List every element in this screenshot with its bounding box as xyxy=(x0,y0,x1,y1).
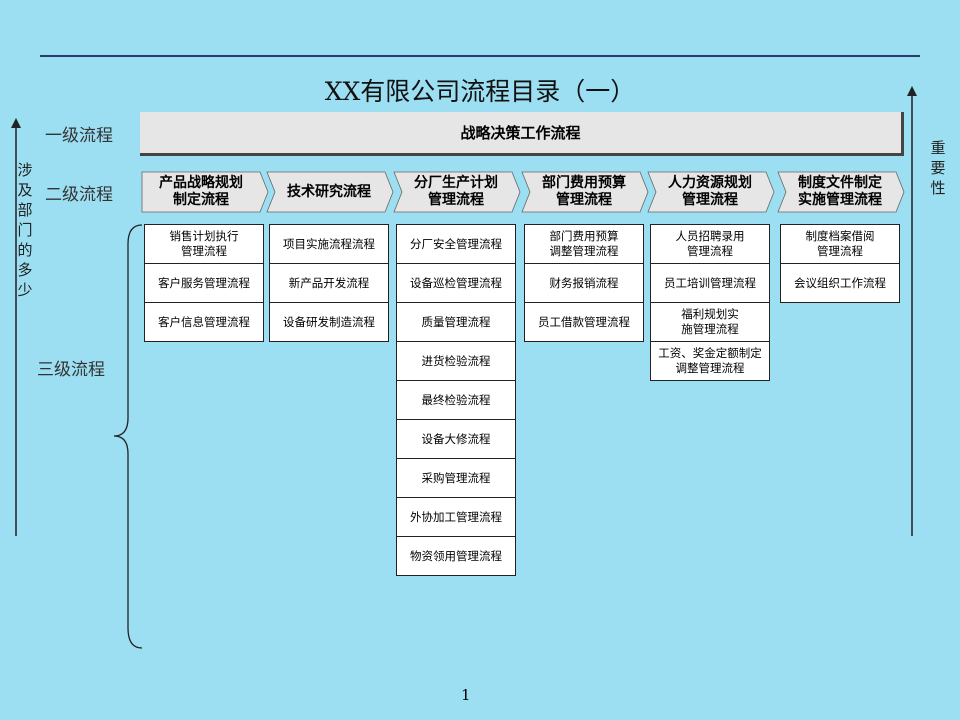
level3-process-box: 最终检验流程 xyxy=(396,380,516,420)
level3-process-box: 物资领用管理流程 xyxy=(396,536,516,576)
level2-chevron-label: 分厂生产计划管理流程 xyxy=(414,175,498,208)
level3-process-box: 制度档案借阅管理流程 xyxy=(780,224,900,264)
level2-chevron-label: 人力资源规划管理流程 xyxy=(668,175,752,208)
level3-process-box: 销售计划执行管理流程 xyxy=(144,224,264,264)
level2-chevron-2 xyxy=(266,171,394,213)
right-axis-arrow xyxy=(907,86,917,536)
level3-process-box: 项目实施流程流程 xyxy=(269,224,389,264)
level2-chevron-5 xyxy=(647,171,775,213)
level3-process-box: 新产品开发流程 xyxy=(269,263,389,303)
level2-chevron-6 xyxy=(777,171,905,213)
level3-process-box: 外协加工管理流程 xyxy=(396,497,516,537)
level1-label: 一级流程 xyxy=(45,126,113,146)
level3-process-box: 设备大修流程 xyxy=(396,419,516,459)
page-title: XX有限公司流程目录（一） xyxy=(324,77,636,106)
level3-process-box: 会议组织工作流程 xyxy=(780,263,900,303)
level3-process-box: 福利规划实施管理流程 xyxy=(650,302,770,342)
level3-process-box: 设备研发制造流程 xyxy=(269,302,389,342)
level3-process-box: 客户信息管理流程 xyxy=(144,302,264,342)
left-axis-arrow xyxy=(11,118,21,536)
level1-process-bar: 战略决策工作流程 xyxy=(140,112,904,156)
level2-chevron-label: 产品战略规划制定流程 xyxy=(159,175,243,208)
level3-process-box: 客户服务管理流程 xyxy=(144,263,264,303)
top-divider-line xyxy=(40,55,920,57)
right-axis-label: 重要性 xyxy=(930,139,946,197)
level3-brace xyxy=(113,224,143,649)
level2-chevron-label: 部门费用预算管理流程 xyxy=(542,175,626,208)
left-axis-label: 涉及部门的多少 xyxy=(17,161,33,299)
page-number: 1 xyxy=(461,686,471,704)
level3-process-box: 设备巡检管理流程 xyxy=(396,263,516,303)
level2-chevron-3 xyxy=(393,171,521,213)
level2-chevron-4 xyxy=(521,171,649,213)
level3-process-box: 员工借款管理流程 xyxy=(524,302,644,342)
level3-process-box: 财务报销流程 xyxy=(524,263,644,303)
level3-label: 三级流程 xyxy=(37,360,105,380)
level2-chevron-label: 制度文件制定实施管理流程 xyxy=(798,175,882,208)
level3-process-box: 进货检验流程 xyxy=(396,341,516,381)
level2-label: 二级流程 xyxy=(45,185,113,205)
level3-process-box: 员工培训管理流程 xyxy=(650,263,770,303)
level3-process-box: 工资、奖金定额制定调整管理流程 xyxy=(650,341,770,381)
level3-process-box: 人员招聘录用管理流程 xyxy=(650,224,770,264)
level2-chevron-1 xyxy=(141,171,269,213)
level3-process-box: 部门费用预算调整管理流程 xyxy=(524,224,644,264)
level3-process-box: 采购管理流程 xyxy=(396,458,516,498)
level3-process-box: 质量管理流程 xyxy=(396,302,516,342)
level2-chevron-label: 技术研究流程 xyxy=(287,183,371,200)
level3-process-box: 分厂安全管理流程 xyxy=(396,224,516,264)
